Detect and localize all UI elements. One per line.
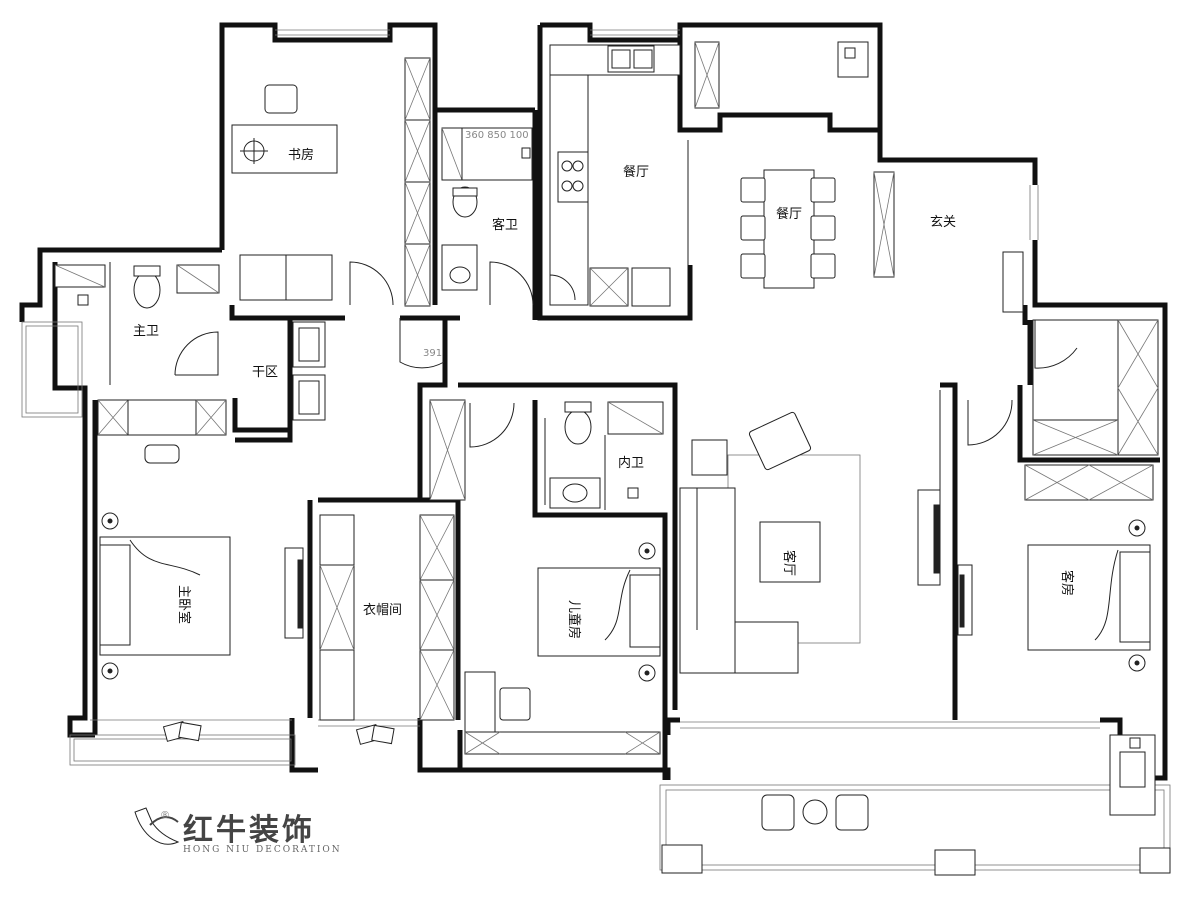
side-table	[691, 439, 728, 476]
room-label-guest-bath: 客卫	[492, 217, 518, 233]
lounge-chair	[748, 411, 812, 471]
balconies	[21, 321, 1171, 876]
kids-chair	[499, 687, 531, 721]
study-desk	[231, 124, 338, 174]
entrance	[1002, 251, 1024, 313]
shoe-cabinet	[1002, 251, 1024, 313]
room-label-entrance: 玄关	[930, 215, 956, 230]
room-label-guest-room: 客房	[1059, 570, 1075, 596]
living-sofa	[679, 487, 736, 674]
utility-balcony	[694, 41, 869, 109]
master-bath-door	[174, 331, 219, 376]
study	[231, 57, 431, 307]
master-bedroom	[97, 399, 304, 742]
room-label-kitchen: 餐厅	[623, 164, 649, 180]
room-label-dining: 餐厅	[776, 206, 802, 222]
kids-room	[429, 399, 661, 755]
brand-logo: 红牛装饰 HONG NIU DECORATION ®	[134, 807, 342, 855]
dry-zone	[292, 318, 445, 421]
logo-name-cn: 红牛装饰	[183, 813, 315, 848]
logo-bull-icon	[134, 807, 180, 845]
room-label-master-bath: 主卫	[133, 324, 159, 339]
kitchen	[549, 44, 689, 307]
inner-basin	[549, 477, 601, 509]
dim-guest-bath: 360 850 100	[465, 130, 529, 141]
room-label-dry-zone: 干区	[252, 365, 278, 380]
dining-table	[763, 169, 815, 289]
dim-corridor-door: 391	[423, 348, 442, 359]
logo-name-en: HONG NIU DECORATION	[183, 845, 342, 855]
logo-registered: ®	[160, 810, 170, 821]
room-label-kids-room: 儿童房	[566, 600, 582, 639]
inner-toilet	[564, 409, 592, 445]
room-label-living-room: 客厅	[781, 550, 797, 576]
room-label-master-bedroom: 主卧室	[176, 585, 192, 624]
guest-room	[957, 319, 1159, 816]
guest-bath-door	[489, 261, 534, 306]
study-chair	[264, 84, 298, 114]
inner-bath	[544, 401, 664, 510]
kids-desk	[464, 671, 496, 733]
kitchen-stove	[557, 151, 589, 203]
study-door	[349, 261, 394, 306]
fridge	[631, 267, 671, 307]
kids-room-door	[469, 402, 515, 448]
walk-in-closet	[319, 514, 455, 745]
living-room	[679, 390, 941, 674]
corridor-door	[399, 318, 445, 369]
room-label-study: 书房	[288, 147, 314, 163]
room-label-inner-bath: 内卫	[618, 455, 644, 471]
master-bath	[54, 262, 220, 385]
guest-wardrobe	[1024, 464, 1154, 501]
dining	[740, 169, 895, 289]
balcony-lounge	[761, 794, 869, 831]
guest-room-door	[967, 399, 1013, 446]
master-toilet	[133, 271, 161, 309]
room-label-walk-in-closet: 衣帽间	[363, 602, 402, 618]
coffee-table	[759, 521, 821, 583]
guest-bath	[441, 127, 534, 306]
